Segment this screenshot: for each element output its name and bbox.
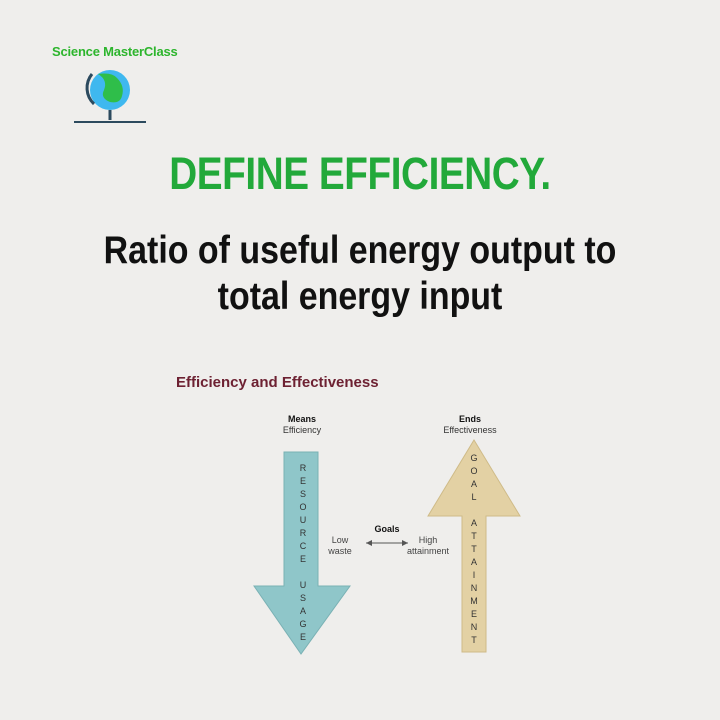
arrow-letter: O xyxy=(299,502,307,512)
means-heading: Means xyxy=(287,414,316,424)
arrow-letter: E xyxy=(299,632,306,642)
arrow-letter: O xyxy=(470,466,478,476)
low-waste-label: Low waste xyxy=(328,535,352,556)
arrow-letter xyxy=(464,504,484,517)
arrow-letter: A xyxy=(470,518,477,528)
arrow-letter: N xyxy=(470,583,478,593)
brand-name: Science MasterClass xyxy=(52,44,178,59)
arrow-letter: E xyxy=(470,609,477,619)
arrow-letter: A xyxy=(470,479,477,489)
arrow-letter: S xyxy=(299,593,306,603)
arrow-letter: N xyxy=(470,622,478,632)
arrow-letter: T xyxy=(471,635,477,645)
ends-heading: Ends xyxy=(458,414,481,424)
arrow-letter: U xyxy=(299,515,307,525)
means-sub: Efficiency xyxy=(282,425,322,435)
arrow-letter: R xyxy=(299,463,307,473)
arrow-letter: R xyxy=(299,528,307,538)
goals-label: Goals xyxy=(374,524,400,534)
arrow-letter: T xyxy=(471,544,477,554)
arrow-letter: I xyxy=(472,570,476,580)
resource-usage-arrow xyxy=(253,451,351,655)
arrow-letter: G xyxy=(470,453,478,463)
answer-line-1: Ratio of useful energy output to xyxy=(103,229,617,272)
answer-line-2: total energy input xyxy=(217,275,503,318)
ends-label: Ends Effectiveness xyxy=(430,414,510,436)
headline: DEFINE EFFICIENCY. xyxy=(169,148,551,199)
arrow-letter xyxy=(293,566,313,579)
arrow-letter: G xyxy=(299,619,307,629)
globe-icon xyxy=(74,70,146,123)
high-attainment-label: High attainment xyxy=(406,535,450,556)
arrow-letter: T xyxy=(471,531,477,541)
arrow-letter: E xyxy=(299,554,306,564)
arrow-letter: M xyxy=(470,596,478,606)
arrow-letter: A xyxy=(470,557,477,567)
answer-text: Ratio of useful energy output to total e… xyxy=(82,228,639,320)
arrow-letter: C xyxy=(299,541,307,551)
goal-attainment-arrow xyxy=(427,439,521,653)
ends-sub: Effectiveness xyxy=(443,425,497,435)
arrow-letter: A xyxy=(299,606,306,616)
arrow-letter: U xyxy=(299,580,307,590)
means-label: Means Efficiency xyxy=(262,414,342,436)
arrow-letter: L xyxy=(471,492,477,502)
arrow-letter: E xyxy=(299,476,306,486)
arrow-letter: S xyxy=(299,489,306,499)
diagram-title: Efficiency and Effectiveness xyxy=(176,374,379,391)
